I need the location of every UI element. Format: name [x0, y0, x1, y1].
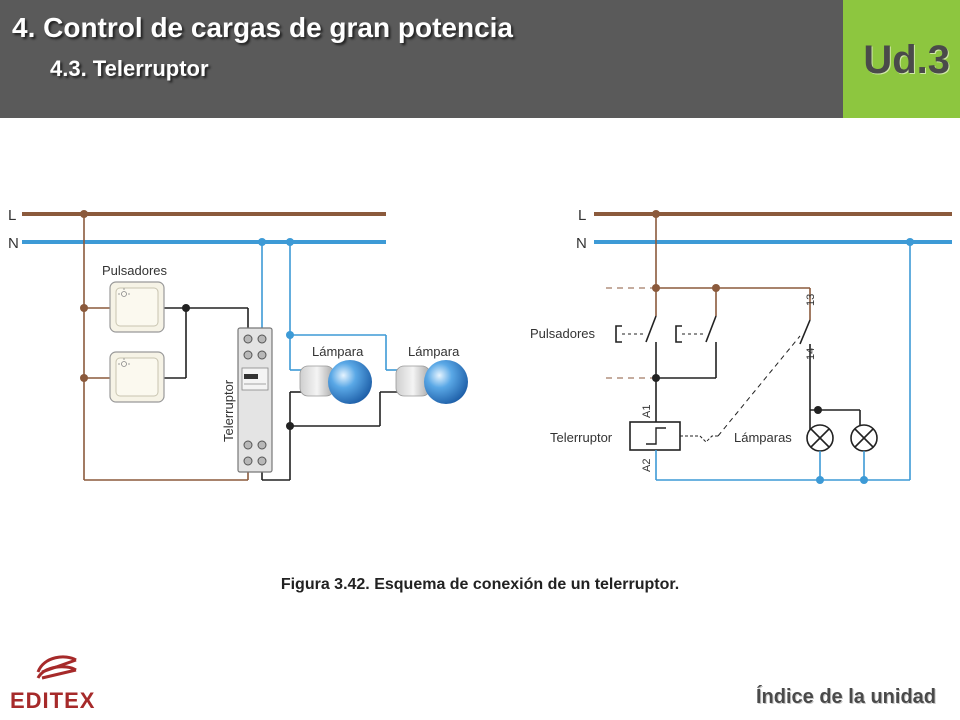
schematic-lamp-1 [806, 424, 834, 452]
lamp-bulb-2 [395, 360, 468, 404]
schematic-junction [652, 374, 660, 382]
light-icon [118, 288, 130, 297]
figure-caption: Figura 3.42. Esquema de conexión de un t… [280, 576, 680, 593]
unit-badge: Ud.3 [843, 0, 960, 118]
unit-index-link[interactable]: Índice de la unidad [755, 686, 936, 708]
schematic-diagram: L N Pulsadores [530, 207, 952, 484]
schematic-relay-label: Telerruptor [550, 430, 613, 445]
wiring-diagram: L N [8, 207, 468, 481]
logo-text: EDITEX [10, 688, 95, 712]
book-icon [36, 655, 77, 680]
wiring-junction [286, 422, 294, 430]
wiring-neutral-label: N [8, 235, 19, 252]
header-bar: 4. Control de cargas de gran potencia 4.… [0, 0, 843, 118]
schematic-relay-coil [629, 421, 681, 451]
wiring-lamp-label-2: Lámpara [408, 344, 460, 359]
schematic-junction [652, 210, 660, 218]
wiring-junction [80, 304, 88, 312]
wiring-relay-label: Telerruptor [221, 379, 236, 442]
schematic-junction [814, 406, 822, 414]
schematic-relay-coil-symbol [646, 427, 666, 445]
wiring-junction [182, 304, 190, 312]
schematic-junction [860, 476, 868, 484]
schematic-dashed-leaders [606, 287, 656, 379]
schematic-junction [712, 284, 720, 292]
schematic-lamps-label: Lámparas [734, 430, 792, 445]
schematic-junction [816, 476, 824, 484]
pushbutton-upper [109, 281, 165, 333]
wiring-neutral-wires [261, 242, 398, 371]
pushbutton-lower [109, 351, 165, 403]
schematic-neutral-label: N [576, 235, 587, 252]
schematic-phase-wires [655, 214, 811, 320]
wiring-line-label: L [8, 207, 16, 224]
unit-label: Ud.3 [863, 38, 950, 82]
schematic-pushbutton-contacts [615, 315, 717, 422]
lamp-bulb-1 [299, 360, 372, 404]
light-icon [118, 358, 130, 367]
relay-module [237, 327, 273, 473]
wiring-pushbuttons-label: Pulsadores [102, 263, 168, 278]
schematic-lamp-2 [850, 424, 878, 452]
schematic-line-label: L [578, 207, 586, 224]
schematic-terminal-13: 13 [805, 294, 817, 306]
wiring-junction [286, 331, 294, 339]
schematic-mechanical-link [717, 335, 801, 437]
schematic-junction [906, 238, 914, 246]
schematic-mechanical-link [680, 435, 718, 443]
schematic-terminal-a2: A2 [641, 459, 653, 472]
wiring-junction [80, 210, 88, 218]
schematic-main-contact [799, 319, 861, 432]
wiring-diagram-figure: L N [8, 207, 952, 484]
page-title: 4. Control de cargas de gran potencia [12, 12, 514, 43]
schematic-junction [652, 284, 660, 292]
wiring-lamp-label-1: Lámpara [312, 344, 364, 359]
wiring-junction [258, 238, 266, 246]
wiring-junction [80, 374, 88, 382]
schematic-pushbuttons-label: Pulsadores [530, 326, 596, 341]
schematic-terminal-14: 14 [805, 348, 817, 360]
wiring-junction [286, 238, 294, 246]
editex-logo[interactable]: EDITEX [10, 648, 110, 712]
page-subtitle: 4.3. Telerruptor [50, 56, 209, 81]
schematic-terminal-a1: A1 [641, 405, 653, 418]
